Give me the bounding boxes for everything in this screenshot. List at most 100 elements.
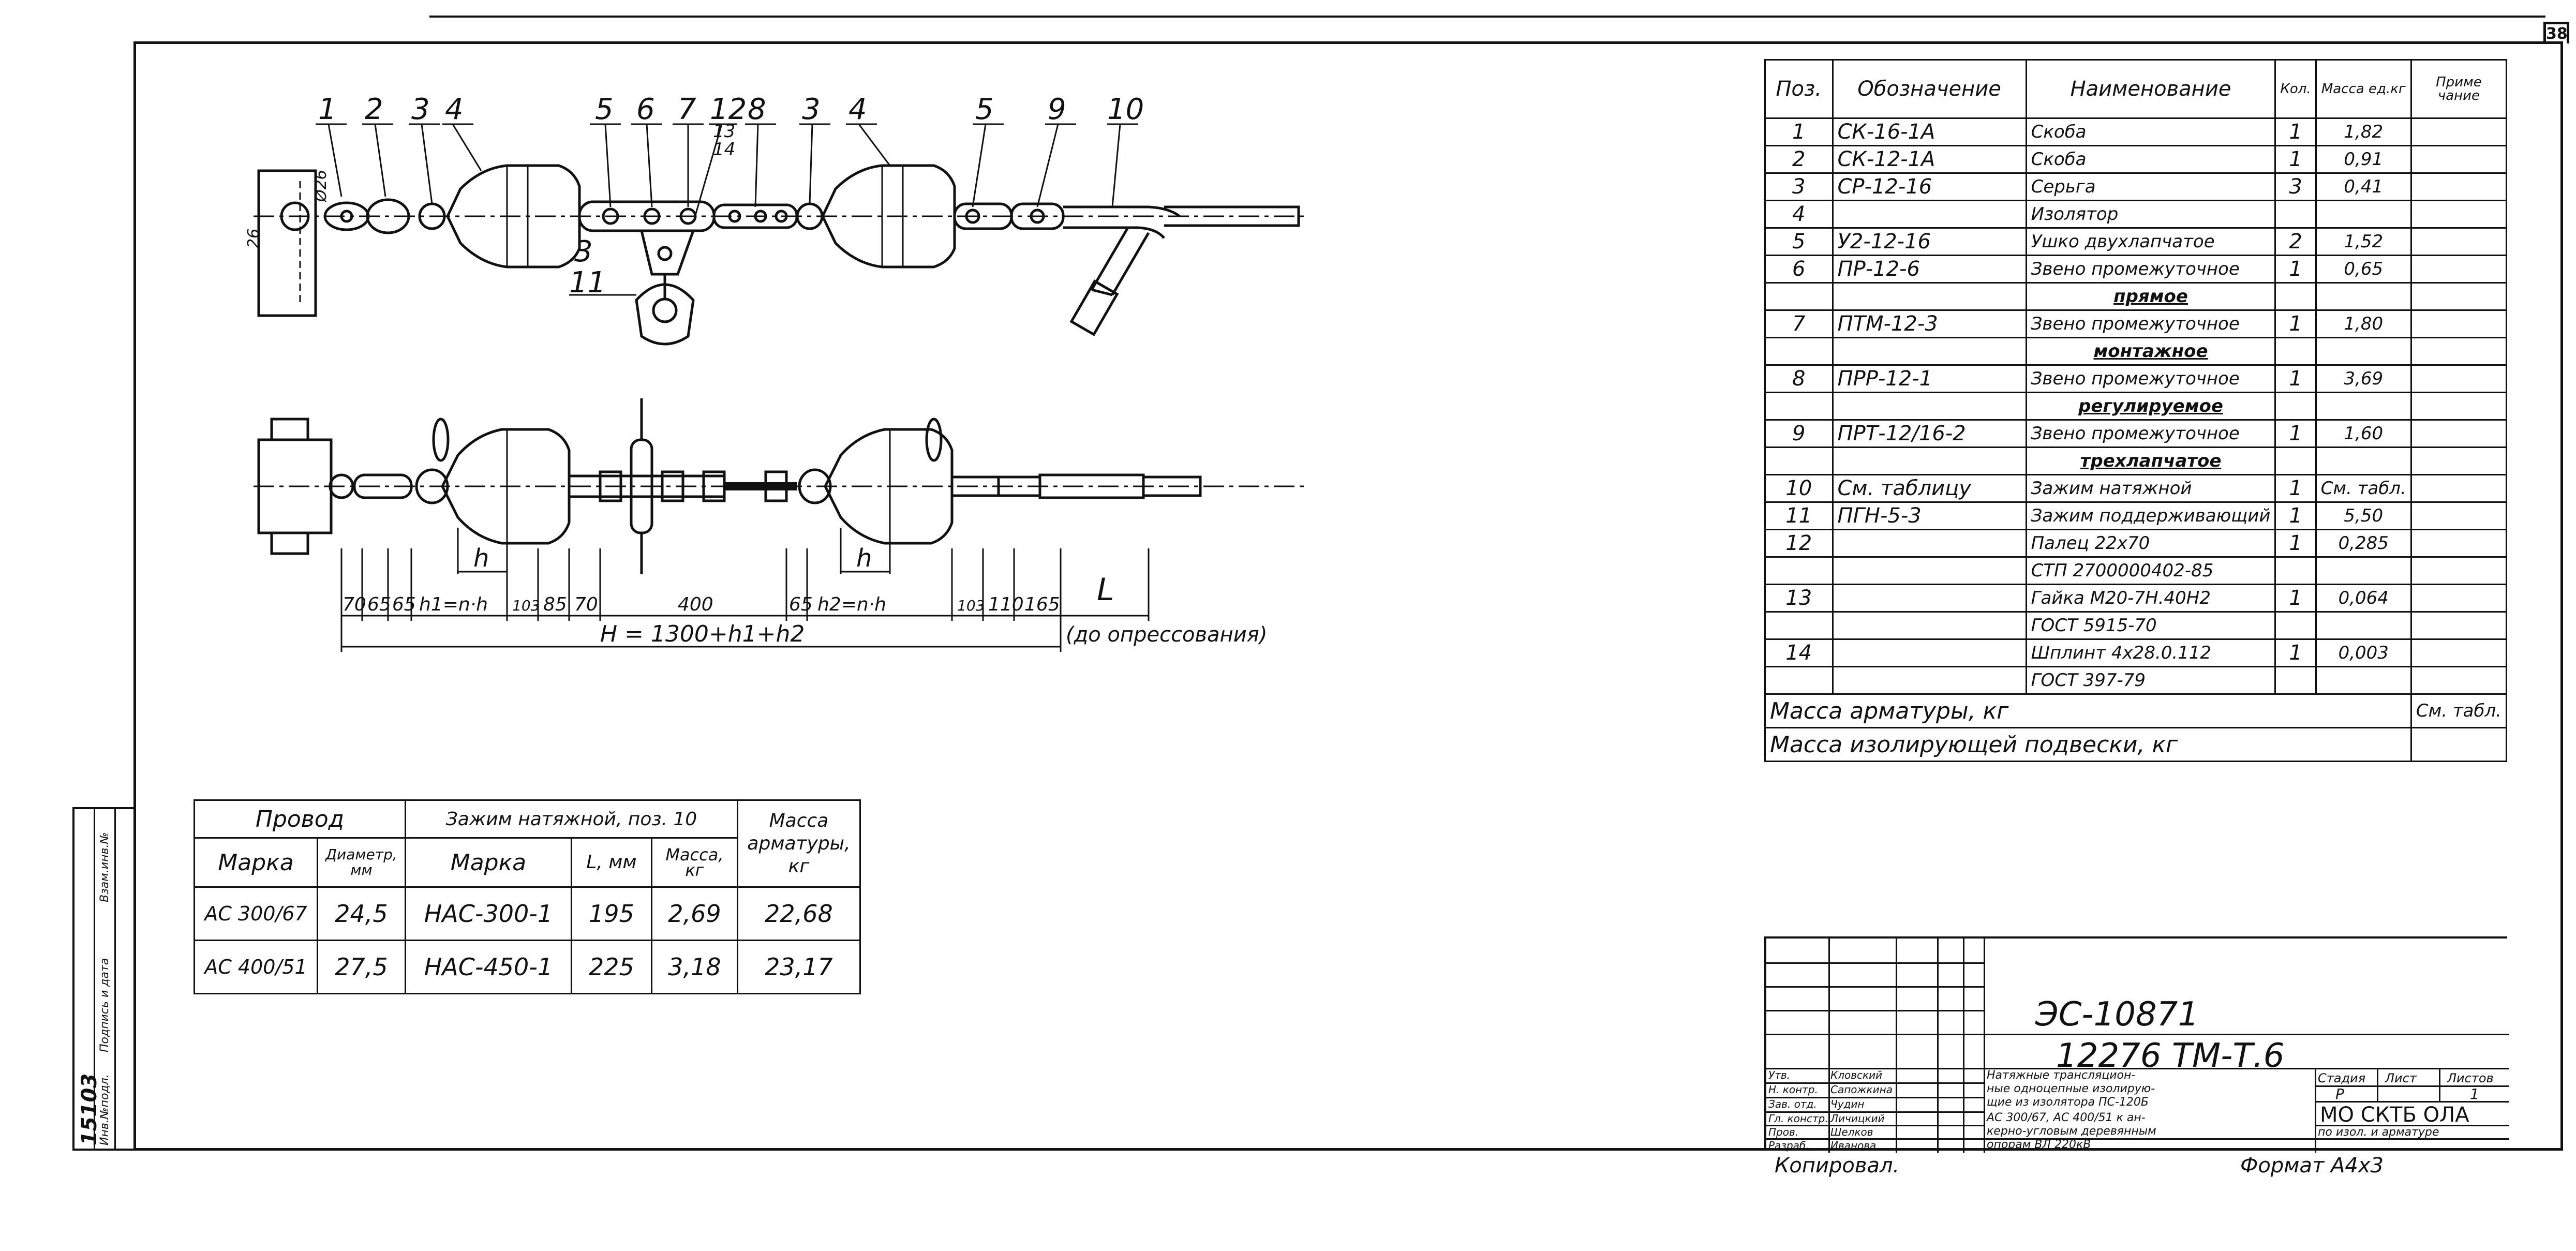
spec-qty: 1 bbox=[2274, 529, 2317, 558]
insulator-ribs bbox=[506, 166, 529, 267]
spec-note bbox=[2410, 666, 2508, 695]
spec-pos: 10 bbox=[1764, 474, 1834, 503]
callout: 4 bbox=[445, 93, 464, 126]
spec-note bbox=[2410, 638, 2508, 667]
callout: 12 bbox=[710, 93, 747, 126]
side-label: Подпись и дата bbox=[98, 958, 111, 1052]
spec-mass: 1,60 bbox=[2315, 419, 2412, 448]
conductor bbox=[1164, 205, 1300, 227]
dim: 103 bbox=[957, 597, 985, 614]
dim: 26 bbox=[245, 229, 263, 248]
spec-mass: 0,91 bbox=[2315, 145, 2412, 174]
spec-designation bbox=[1832, 666, 2027, 695]
tb-vline bbox=[2315, 1068, 2316, 1153]
tb-hline bbox=[1766, 962, 1984, 964]
tb-vline bbox=[1963, 939, 1964, 1153]
spec-note bbox=[2410, 392, 2508, 421]
spec-note bbox=[2410, 172, 2508, 201]
spec-row: регулируемое bbox=[1764, 392, 2508, 421]
dim-h: h bbox=[856, 544, 872, 573]
spec-qty: 1 bbox=[2274, 501, 2317, 530]
spec-designation bbox=[1832, 638, 2027, 667]
side-stamp-col bbox=[75, 809, 95, 1149]
spec-designation: ПРР-12-1 bbox=[1832, 364, 2027, 393]
sheets-value: 1 bbox=[2470, 1085, 2479, 1103]
top-rule bbox=[429, 16, 2545, 18]
spec-mass: 0,41 bbox=[2315, 172, 2412, 201]
spec-note bbox=[2410, 446, 2508, 475]
spec-pos: 13 bbox=[1764, 584, 1834, 613]
spec-note bbox=[2410, 282, 2508, 311]
wire-mark: АС 300/67 bbox=[193, 886, 318, 941]
spec-qty bbox=[2274, 611, 2317, 640]
clamp-mark-header: Марка bbox=[404, 837, 572, 888]
callout-leaders bbox=[316, 123, 1138, 296]
spec-name: Ушко двухлапчатое bbox=[2025, 227, 2276, 256]
spec-designation: СК-16-1А bbox=[1832, 117, 2027, 146]
callout: 5 bbox=[595, 93, 614, 126]
spec-name: монтажное bbox=[2025, 337, 2276, 366]
spec-pos bbox=[1764, 666, 1834, 695]
stage-value: Р bbox=[2335, 1085, 2344, 1103]
insulator-ribs bbox=[881, 166, 904, 267]
col-note: Приме чание bbox=[2410, 59, 2508, 119]
wire-header: Провод bbox=[193, 799, 406, 839]
tb-vline bbox=[1896, 939, 1897, 1153]
insulator-bell-edge bbox=[432, 418, 450, 462]
spec-mass: 1,82 bbox=[2315, 117, 2412, 146]
title-line: Натяжные трансляцион- bbox=[1987, 1069, 2136, 1082]
spec-note bbox=[2410, 145, 2508, 174]
L-header: L, мм bbox=[570, 837, 652, 888]
spec-pos: 11 bbox=[1764, 501, 1834, 530]
spec-pos: 2 bbox=[1764, 145, 1834, 174]
dim: 165 bbox=[1024, 594, 1060, 615]
spec-sum-row: Масса арматуры, кг См. табл. bbox=[1764, 693, 2508, 728]
nut bbox=[764, 470, 788, 502]
spec-note bbox=[2410, 117, 2508, 146]
sheet-format: Формат А4х3 bbox=[2240, 1154, 2384, 1178]
clamp-mass: 2,69 bbox=[650, 886, 738, 941]
bolt-bottom bbox=[270, 531, 309, 555]
spec-mass: 1,80 bbox=[2315, 309, 2412, 338]
callout: 11 bbox=[569, 266, 606, 300]
role: Н. контр. bbox=[1768, 1083, 1818, 1096]
spec-name: Изолятор bbox=[2025, 200, 2276, 229]
spec-pos bbox=[1764, 392, 1834, 421]
wire-diameter: 27,5 bbox=[316, 940, 406, 994]
armature-mass-label: Масса арматуры, кг bbox=[1764, 693, 2412, 728]
clamp-bolt bbox=[652, 297, 678, 323]
spec-qty: 1 bbox=[2274, 309, 2317, 338]
callout-numbers: 1 2 3 4 5 6 7 12 8 3 4 5 9 10 3 11 bbox=[318, 93, 1144, 300]
spec-note bbox=[2410, 529, 2508, 558]
spec-name: ГОСТ 397-79 bbox=[2025, 666, 2276, 695]
spec-mass: 0,285 bbox=[2315, 529, 2412, 558]
spec-qty: 1 bbox=[2274, 419, 2317, 448]
side-stamp: 15103 Инв.№подл. Подпись и дата Взам.инв… bbox=[72, 807, 133, 1151]
spec-designation: См. таблицу bbox=[1832, 474, 2027, 503]
spec-pos bbox=[1764, 611, 1834, 640]
title-line: керно-угловым деревянным bbox=[1987, 1125, 2156, 1138]
spec-row: монтажное bbox=[1764, 337, 2508, 366]
callout: 6 bbox=[636, 93, 655, 126]
pole-crossarm bbox=[257, 169, 317, 317]
hole bbox=[1030, 209, 1045, 224]
col-mass: Масса ед.кг bbox=[2315, 59, 2412, 119]
title-line: ные одноцепные изолирую- bbox=[1987, 1082, 2155, 1095]
callout: 1 bbox=[318, 93, 337, 126]
spec-pos: 3 bbox=[1764, 172, 1834, 201]
spec-pos bbox=[1764, 556, 1834, 585]
spec-name: Скоба bbox=[2025, 117, 2276, 146]
jumper-sleeve bbox=[1069, 279, 1119, 336]
clamp-mass: 3,18 bbox=[650, 940, 738, 994]
spec-mass: 1,52 bbox=[2315, 227, 2412, 256]
wire-row: АС 300/67 24,5 НАС-300-1 195 2,69 22,68 bbox=[193, 886, 861, 941]
spec-row: трехлапчатое bbox=[1764, 446, 2508, 475]
dim-h: h bbox=[473, 544, 489, 573]
tb-hline bbox=[2315, 1125, 2509, 1126]
insulator-string-drawing: 1 2 3 4 5 6 7 12 8 3 4 5 9 10 3 11 13 14… bbox=[245, 93, 1304, 652]
copied-by: Копировал. bbox=[1775, 1154, 1900, 1178]
wire-row: АС 400/51 27,5 НАС-450-1 225 3,18 23,17 bbox=[193, 940, 861, 994]
